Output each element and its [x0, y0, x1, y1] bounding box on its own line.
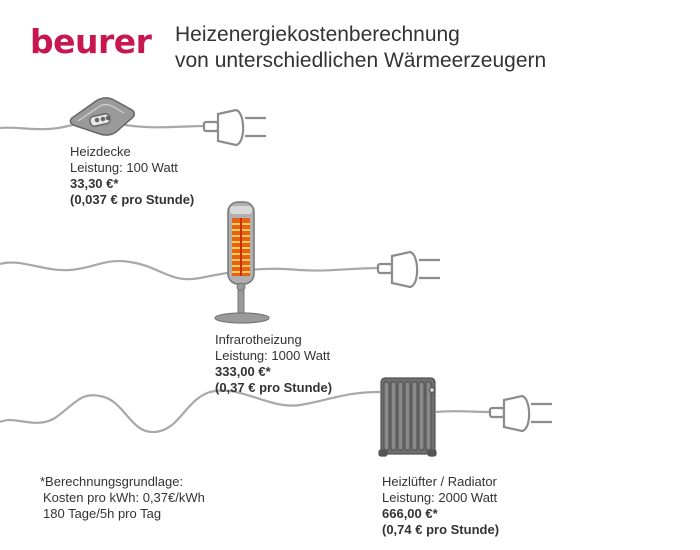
radiator-icon [378, 377, 437, 457]
page-title: Heizenergiekostenberechnung von untersch… [175, 22, 546, 74]
device-label-infrarotheizung: Infrarotheizung Leistung: 1000 Watt 333,… [215, 332, 332, 396]
footnote-price: Kosten pro kWh: 0,37€/kWh [43, 490, 205, 505]
cable-3-right [435, 410, 493, 414]
title-line-2: von unterschiedlichen Wärmeerzeugern [175, 49, 547, 72]
calculation-footnote: *Berechnungsgrundlage: Kosten pro kWh: 0… [40, 474, 205, 522]
device-label-heizdecke: Heizdecke Leistung: 100 Watt 33,30 €* (0… [70, 144, 194, 208]
device-cost-per-hour: (0,037 € pro Stunde) [70, 192, 195, 207]
device-cost: 666,00 €* [382, 506, 438, 521]
device-power: Leistung: 100 Watt [70, 160, 178, 175]
device-cost: 333,00 €* [215, 364, 271, 379]
device-name: Infrarotheizung [215, 332, 302, 347]
plug-2-icon [376, 250, 440, 289]
footnote-heading: *Berechnungsgrundlage: [40, 474, 184, 489]
device-cost-per-hour: (0,74 € pro Stunde) [382, 522, 500, 537]
beurer-logo: beurer [30, 22, 152, 61]
cable-2 [0, 260, 381, 281]
infrared-heater-icon [214, 201, 270, 324]
plug-3-icon [488, 394, 552, 433]
device-cost: 33,30 €* [70, 176, 119, 191]
footnote-duration: 180 Tage/5h pro Tag [43, 506, 162, 521]
heating-blanket-icon [69, 97, 135, 136]
device-cost-per-hour: (0,37 € pro Stunde) [215, 380, 333, 395]
title-line-1: Heizenergiekostenberechnung [175, 23, 460, 46]
device-name: Heizlüfter / Radiator [382, 474, 497, 489]
device-name: Heizdecke [70, 144, 131, 159]
device-power: Leistung: 1000 Watt [215, 348, 331, 363]
device-power: Leistung: 2000 Watt [382, 490, 498, 505]
cable-3 [0, 389, 381, 434]
plug-1-icon [202, 108, 266, 147]
device-label-radiator: Heizlüfter / Radiator Leistung: 2000 Wat… [382, 474, 499, 538]
